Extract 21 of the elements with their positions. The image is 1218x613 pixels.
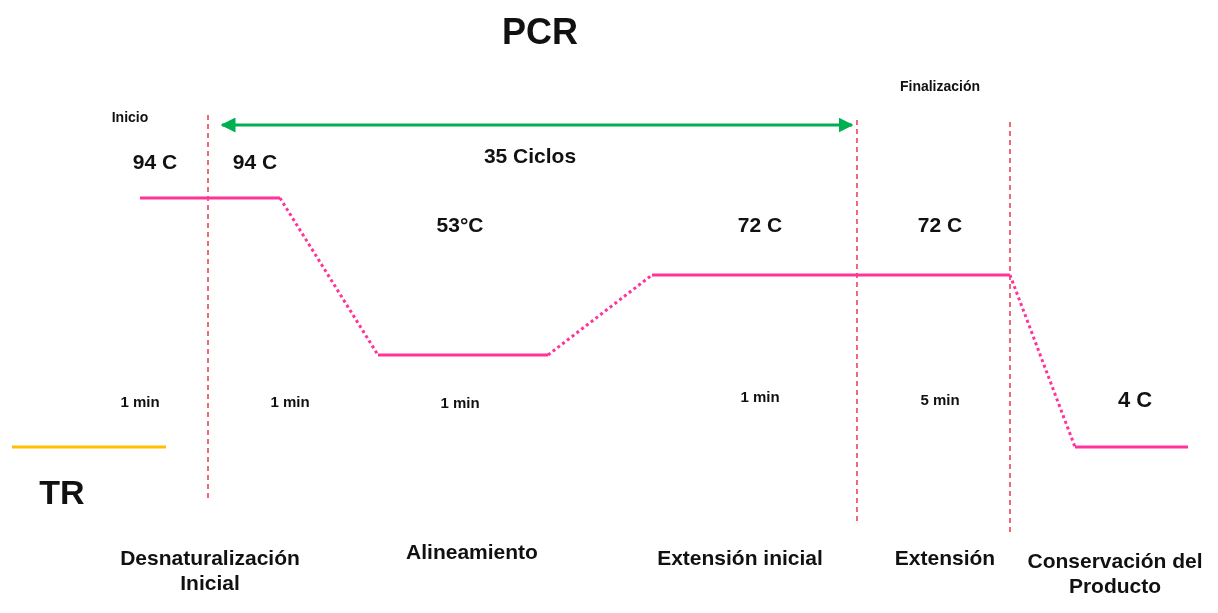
stage-label: Conservación del Producto [1026,547,1204,599]
duration-label: 5 min [920,391,960,409]
temperature-label: 72 C [737,212,783,238]
temperature-label: 4 C [1117,386,1153,414]
cycle-count-label: 35 Ciclos [483,143,577,169]
title: PCR [502,10,578,54]
phase-note: Finalización [899,77,981,95]
temperature-label: 94 C [132,149,178,175]
stage-label: Extensión inicial [657,545,823,571]
temperature-label: 72 C [917,212,963,238]
temperature-label: 94 C [232,149,278,175]
duration-label: 1 min [270,393,310,411]
stage-label: Extensión [894,545,996,571]
stage-label: Alineamiento [406,539,538,565]
phase-note: Inicio [111,108,149,126]
duration-label: 1 min [740,388,780,406]
duration-label: 1 min [120,393,160,411]
stage-label: Desnaturalización Inicial [119,544,301,596]
room-temperature-label: TR [39,471,85,513]
temperature-label: 53°C [436,212,484,238]
duration-label: 1 min [440,394,480,412]
